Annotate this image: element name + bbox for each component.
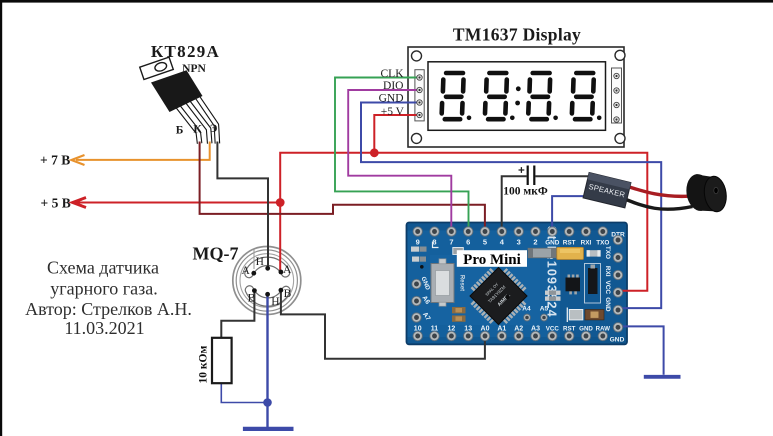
- svg-text:Б: Б: [176, 125, 184, 137]
- svg-text:10: 10: [414, 326, 422, 333]
- svg-text:6: 6: [466, 238, 470, 247]
- svg-text:12: 12: [448, 326, 456, 333]
- svg-text:11.03.2021: 11.03.2021: [64, 318, 144, 338]
- svg-text:В: В: [284, 288, 292, 300]
- svg-text:GND: GND: [604, 297, 611, 312]
- svg-text:Reset: Reset: [459, 275, 465, 291]
- svg-text:А: А: [241, 265, 250, 277]
- svg-text:RST: RST: [563, 326, 576, 333]
- svg-text:7: 7: [449, 238, 453, 247]
- svg-text:К: К: [193, 124, 202, 136]
- svg-text:GND: GND: [420, 276, 432, 292]
- svg-text:NPN: NPN: [182, 63, 206, 75]
- svg-text:A6: A6: [420, 295, 431, 306]
- svg-text:В: В: [248, 293, 256, 305]
- svg-text:RXI: RXI: [581, 240, 592, 247]
- svg-text:GND: GND: [545, 240, 560, 247]
- svg-text:угарного газа.: угарного газа.: [50, 279, 157, 299]
- svg-text:8: 8: [432, 238, 436, 247]
- svg-text:13: 13: [464, 326, 472, 333]
- svg-text:DIO: DIO: [383, 80, 403, 92]
- svg-text:GND: GND: [579, 326, 593, 333]
- svg-text:TM1637 Display: TM1637 Display: [453, 25, 581, 45]
- svg-text:3: 3: [517, 238, 521, 247]
- svg-text:100 мкФ: 100 мкФ: [503, 186, 548, 198]
- svg-text:Схема датчика: Схема датчика: [47, 258, 159, 278]
- svg-text:A5: A5: [540, 306, 549, 313]
- svg-text:Н: Н: [271, 296, 279, 308]
- svg-text:CLK: CLK: [381, 68, 405, 80]
- svg-text:RXI: RXI: [604, 266, 611, 277]
- svg-text:RAW: RAW: [596, 326, 611, 333]
- svg-text:КТ829А: КТ829А: [151, 42, 220, 61]
- svg-text:Автор: Стрелков А.Н.: Автор: Стрелков А.Н.: [25, 299, 192, 319]
- svg-text:A0: A0: [481, 326, 490, 333]
- svg-text:A7: A7: [421, 311, 432, 322]
- svg-text:TXO: TXO: [604, 246, 611, 259]
- svg-text:A2: A2: [514, 326, 523, 333]
- svg-text:Э: Э: [210, 123, 218, 135]
- svg-text:Pro Mini: Pro Mini: [463, 252, 521, 268]
- svg-text:4: 4: [500, 238, 505, 247]
- svg-text:11: 11: [431, 326, 439, 333]
- svg-text:TXO: TXO: [596, 240, 609, 247]
- svg-text:9: 9: [416, 238, 420, 247]
- svg-text:А: А: [283, 264, 292, 276]
- svg-text:+ 5 В: + 5 В: [41, 196, 71, 211]
- svg-text:RST: RST: [563, 240, 576, 247]
- svg-text:10 кОм: 10 кОм: [198, 346, 210, 384]
- svg-text:VCC: VCC: [604, 281, 611, 295]
- svg-text:GND: GND: [379, 93, 404, 105]
- svg-text:MQ-7: MQ-7: [193, 244, 239, 264]
- svg-text:2: 2: [533, 238, 537, 247]
- svg-text:+5 V: +5 V: [381, 106, 405, 118]
- svg-text:St №1093524: St №1093524: [545, 226, 559, 318]
- svg-text:Н: Н: [256, 256, 264, 268]
- svg-text:A1: A1: [497, 326, 506, 333]
- svg-text:+ 7 В: + 7 В: [40, 153, 70, 168]
- svg-text:VCC: VCC: [546, 326, 560, 333]
- svg-text:A3: A3: [531, 326, 540, 333]
- svg-text:5: 5: [483, 238, 487, 247]
- svg-text:A4: A4: [522, 306, 531, 313]
- svg-text:GND: GND: [610, 337, 625, 344]
